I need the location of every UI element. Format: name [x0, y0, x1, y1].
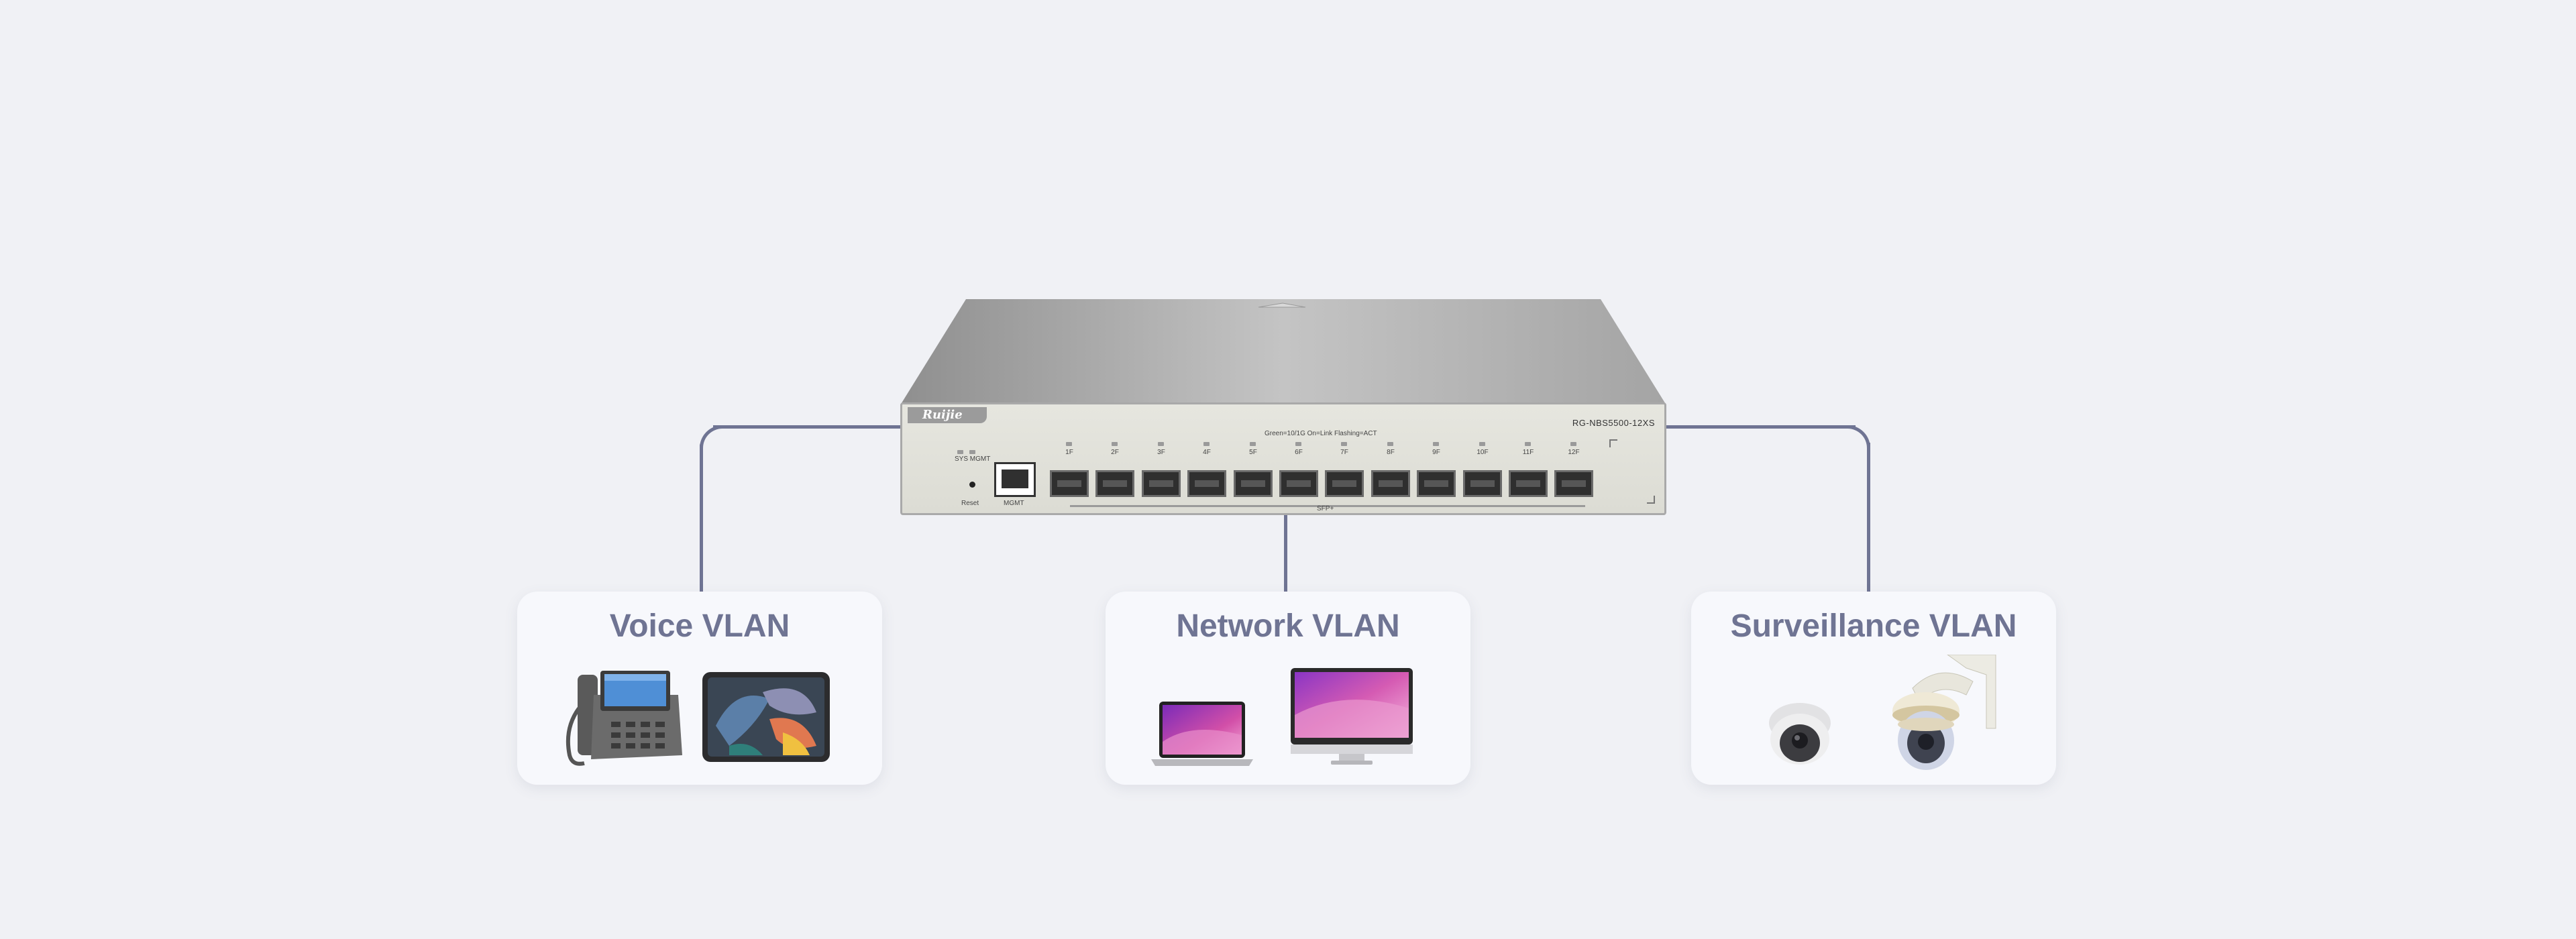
reset-label: Reset	[961, 500, 979, 507]
sfp-port[interactable]	[1325, 470, 1364, 497]
port-led	[1203, 442, 1210, 446]
sfp-port[interactable]	[1279, 470, 1318, 497]
connector-voice-vertical	[700, 443, 703, 592]
led-legend: Green=10/1G On=Link Flashing=ACT	[1265, 430, 1377, 437]
port-led	[1479, 442, 1485, 446]
network-vlan-title: Network VLAN	[1176, 608, 1400, 644]
port-label: 3F	[1157, 449, 1165, 456]
ip-phone-icon	[566, 671, 682, 766]
mgmt-label: MGMT	[1004, 500, 1024, 507]
connector-network-vertical	[1284, 514, 1287, 592]
sfp-label: SFP+	[1317, 505, 1334, 512]
voice-vlan-card: Voice VLAN	[517, 592, 882, 785]
sfp-port[interactable]	[1050, 470, 1089, 497]
port-label: 12F	[1568, 449, 1580, 456]
sys-mgmt-label: SYS MGMT	[955, 455, 991, 463]
port-label: 4F	[1203, 449, 1211, 456]
port-label: 5F	[1249, 449, 1257, 456]
sfp-port[interactable]	[1463, 470, 1502, 497]
port-label: 1F	[1065, 449, 1073, 456]
sfp-port[interactable]	[1142, 470, 1181, 497]
sfp-port[interactable]	[1554, 470, 1593, 497]
sfp-port[interactable]	[1509, 470, 1548, 497]
tablet-icon	[702, 672, 830, 762]
surveillance-vlan-card: Surveillance VLAN	[1691, 592, 2056, 785]
port-led	[1112, 442, 1118, 446]
port-label: 6F	[1295, 449, 1303, 456]
connector-surveillance-vertical	[1867, 443, 1870, 592]
sfp-port[interactable]	[1371, 470, 1410, 497]
sys-led	[957, 450, 963, 454]
port-led	[1387, 442, 1393, 446]
port-label: 8F	[1387, 449, 1395, 456]
port-label: 11F	[1522, 449, 1534, 456]
port-led	[1158, 442, 1164, 446]
dome-camera-icon	[1769, 703, 1831, 765]
corner-mark-bottom	[1647, 496, 1655, 504]
port-label: 9F	[1432, 449, 1440, 456]
port-led	[1433, 442, 1439, 446]
port-led	[1250, 442, 1256, 446]
switch-chassis-top	[900, 299, 1666, 405]
sfp-port[interactable]	[1095, 470, 1134, 497]
port-label: 10F	[1477, 449, 1489, 456]
reset-button[interactable]	[969, 482, 975, 488]
surveillance-vlan-title: Surveillance VLAN	[1730, 608, 2017, 644]
ptz-camera-icon	[1892, 655, 1996, 770]
sfp-port[interactable]	[1417, 470, 1456, 497]
connector-voice-horizontal	[713, 425, 902, 429]
port-led	[1295, 442, 1301, 446]
switch-front-panel: Ruijie RG-NBS5500-12XS Green=10/1G On=Li…	[900, 402, 1666, 515]
network-vlan-card: Network VLAN	[1106, 592, 1470, 785]
port-led	[1066, 442, 1072, 446]
voice-vlan-title: Voice VLAN	[609, 608, 790, 644]
mgmt-port[interactable]	[994, 462, 1036, 497]
port-label: 7F	[1340, 449, 1348, 456]
corner-mark-top	[1609, 439, 1617, 447]
port-label: 2F	[1111, 449, 1119, 456]
sfp-port[interactable]	[1187, 470, 1226, 497]
sfp-port[interactable]	[1234, 470, 1273, 497]
port-led	[1525, 442, 1531, 446]
mgmt-led	[969, 450, 975, 454]
port-led	[1570, 442, 1576, 446]
connector-voice-corner	[700, 425, 724, 449]
connector-surveillance-horizontal	[1666, 425, 1856, 429]
model-label: RG-NBS5500-12XS	[1572, 418, 1655, 428]
desktop-monitor-icon	[1291, 668, 1413, 765]
laptop-icon	[1151, 702, 1253, 766]
brand-logo: Ruijie	[908, 407, 987, 423]
sfp-bracket	[1070, 505, 1585, 507]
port-led	[1341, 442, 1347, 446]
